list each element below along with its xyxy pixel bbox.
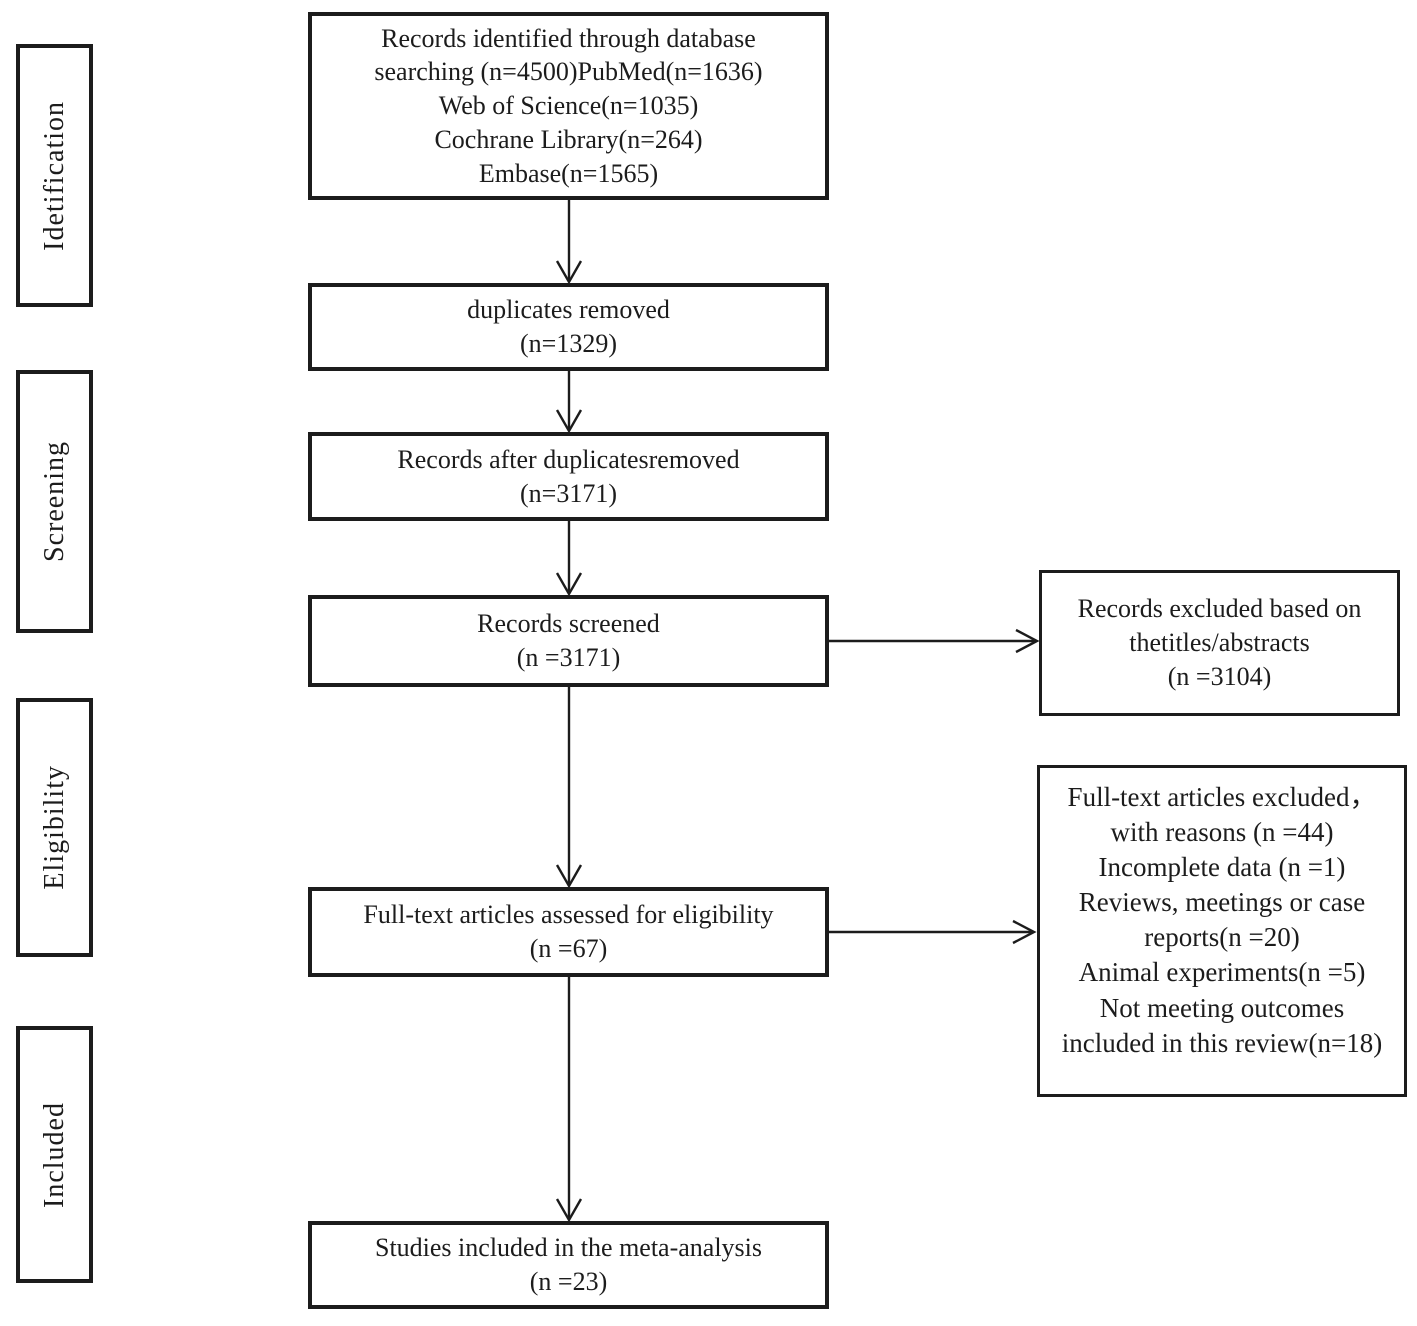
box-excluded-titles-abstracts: Records excluded based on thetitles/abst…	[1039, 570, 1400, 716]
stage-box-identification: Idetification	[16, 44, 93, 307]
box-records-identified-text: Records identified through database sear…	[374, 23, 763, 188]
stage-box-eligibility: Eligibility	[16, 698, 93, 957]
arrowhead-fulltext-to-excluded	[1012, 919, 1037, 945]
stage-label-eligibility: Eligibility	[38, 765, 70, 890]
box-studies-included: Studies included in the meta-analysis (n…	[308, 1221, 829, 1309]
box-studies-included-text: Studies included in the meta-analysis (n…	[374, 1233, 763, 1296]
stage-label-screening: Screening	[38, 441, 70, 562]
arrowhead-screened-to-excluded	[1015, 628, 1040, 654]
stage-box-screening: Screening	[16, 370, 93, 633]
box-excluded-titles-abstracts-text: Records excluded based on thetitles/abst…	[1077, 594, 1362, 691]
box-records-after-duplicates: Records after duplicatesremoved (n=3171)	[308, 432, 829, 521]
arrowhead-after-to-screened	[555, 572, 583, 597]
box-records-screened: Records screened (n =3171)	[308, 595, 829, 687]
arrowhead-screened-to-fulltext	[555, 864, 583, 889]
stage-label-identification: Idetification	[38, 100, 70, 251]
arrowhead-fulltext-to-included	[555, 1198, 583, 1223]
arrowhead-duplicates-to-after	[555, 409, 583, 434]
box-duplicates-removed-text: duplicates removed (n=1329)	[467, 295, 670, 358]
box-records-identified: Records identified through database sear…	[308, 12, 829, 200]
box-records-screened-text: Records screened (n =3171)	[477, 609, 660, 672]
box-fulltext-assessed: Full-text articles assessed for eligibil…	[308, 887, 829, 977]
box-excluded-fulltext-reasons-text: Full-text articles excluded， with reason…	[1061, 782, 1383, 1058]
stage-label-included: Included	[38, 1101, 70, 1208]
stage-box-included: Included	[16, 1026, 93, 1283]
box-excluded-fulltext-reasons: Full-text articles excluded， with reason…	[1037, 765, 1407, 1097]
box-duplicates-removed: duplicates removed (n=1329)	[308, 283, 829, 371]
arrowhead-identified-to-duplicates	[555, 260, 583, 285]
box-fulltext-assessed-text: Full-text articles assessed for eligibil…	[363, 900, 774, 963]
box-records-after-duplicates-text: Records after duplicatesremoved (n=3171)	[397, 444, 740, 508]
